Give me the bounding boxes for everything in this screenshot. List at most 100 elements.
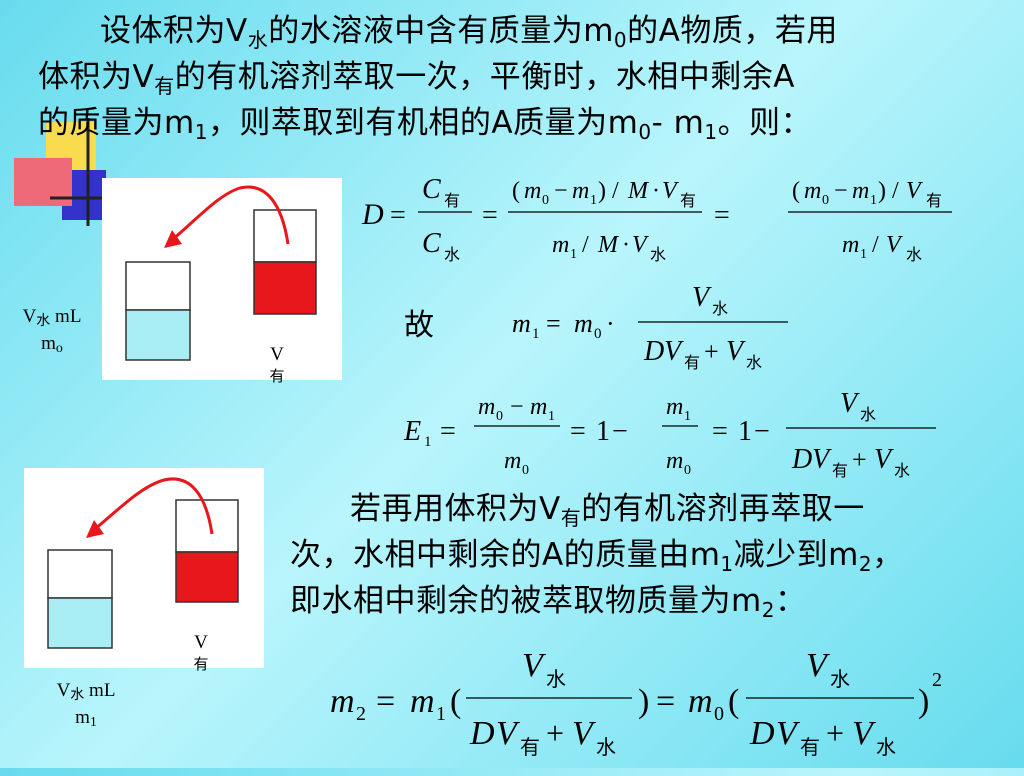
svg-text:=: = (570, 416, 586, 447)
svg-text:V: V (572, 715, 597, 752)
sub-shui: 水 (247, 28, 269, 52)
svg-text:1: 1 (870, 193, 877, 208)
e1-formula: E 1 = m 0 − m 1 m 0 = 1 − m 1 m 0 = 1 − … (400, 382, 960, 490)
svg-text:0: 0 (714, 703, 724, 725)
svg-text:水: 水 (650, 246, 666, 264)
svg-text:/: / (612, 178, 619, 204)
intro-text: 的水溶液中含有质量为m (268, 13, 614, 49)
svg-text:V: V (840, 388, 860, 419)
second-line-1: 若再用体积为V有的有机溶剂再萃取一 (350, 491, 865, 530)
svg-text:=: = (440, 416, 456, 447)
svg-text:1: 1 (738, 416, 752, 447)
svg-text:(: ( (792, 178, 800, 204)
svg-text:M: M (597, 232, 620, 258)
svg-text:水: 水 (906, 246, 922, 264)
svg-text:2: 2 (932, 669, 942, 691)
svg-text:V: V (886, 232, 903, 258)
formula-d-svg: D = C 有 C 水 = ( m 0 − m 1 ) / M · V 有 m … (361, 174, 952, 264)
svg-text:m: m (410, 683, 435, 720)
svg-text:m: m (552, 232, 569, 258)
svg-text:m: m (852, 178, 869, 204)
svg-text:+: + (826, 715, 844, 751)
svg-text:(: ( (450, 683, 461, 720)
svg-text:/: / (582, 232, 589, 258)
svg-text:有: 有 (684, 354, 700, 372)
svg-text:−: − (834, 178, 848, 204)
svg-text:V: V (496, 715, 521, 752)
svg-text:V: V (906, 178, 923, 204)
svg-text:1: 1 (596, 416, 610, 447)
svg-text:V: V (726, 336, 746, 367)
intro-line-1: 设体积为V水的水溶液中含有质量为m0的A物质，若用 (38, 8, 1008, 54)
svg-text:m: m (330, 683, 355, 720)
svg-text:+: + (704, 337, 719, 366)
m1-formula: m 1 = m 0 · V 水 D V 有 + V 水 (506, 278, 806, 382)
svg-text:V: V (662, 178, 679, 204)
svg-text:m: m (842, 232, 859, 258)
svg-text:−: − (510, 394, 524, 420)
intro-paragraph: 设体积为V水的水溶液中含有质量为m0的A物质，若用 体积为V有的有机溶剂萃取一次… (38, 8, 1008, 146)
c-shui: C (422, 228, 441, 259)
svg-text:D: D (791, 444, 812, 475)
svg-text:水: 水 (830, 668, 850, 691)
svg-text:水: 水 (444, 246, 460, 264)
svg-text:m: m (804, 178, 821, 204)
svg-text:水: 水 (746, 354, 762, 372)
diagram-1-svg (125, 185, 317, 361)
svg-text:水: 水 (596, 736, 616, 759)
svg-text:−: − (612, 416, 628, 447)
intro-text: ，则萃取到有机相的A质量为m (207, 105, 639, 141)
svg-text:1: 1 (548, 409, 555, 424)
svg-text:): ) (918, 683, 929, 720)
equals: = (390, 200, 406, 231)
svg-text:−: − (554, 178, 568, 204)
svg-text:V: V (806, 647, 831, 684)
svg-text:1: 1 (436, 703, 446, 725)
transfer-arrow-head-icon (86, 520, 104, 538)
svg-text:1: 1 (532, 326, 540, 342)
svg-text:m: m (478, 394, 495, 420)
formula-m2-svg: m 2 = m 1 ( V 水 D V 有 + V 水 ) = m 0 ( V … (330, 647, 942, 759)
svg-text:0: 0 (684, 463, 691, 478)
extraction-diagram-1 (102, 178, 342, 380)
therefore-label: 故 (404, 308, 434, 343)
svg-text:D: D (643, 336, 664, 367)
organic-phase (253, 261, 317, 315)
water-beaker-top (125, 261, 191, 311)
transfer-arrow-head-icon (164, 230, 182, 248)
svg-text:0: 0 (822, 193, 829, 208)
intro-text: - m (651, 105, 705, 141)
intro-line-2: 体积为V有的有机溶剂萃取一次，平衡时，水相中剩余A (38, 54, 1008, 100)
svg-text:V: V (692, 282, 712, 313)
svg-text:水: 水 (876, 736, 896, 759)
second-extraction-paragraph: 若再用体积为V有的有机溶剂再萃取一 次，水相中剩余的A的质量由m1减少到m2， … (290, 486, 1010, 624)
transfer-arrow-path (93, 477, 214, 535)
sub-you: 有 (154, 74, 175, 98)
diagram-2-water-label: V水 mL m1 (56, 680, 116, 730)
svg-text:m: m (512, 309, 531, 338)
svg-text:−: − (754, 416, 770, 447)
svg-text:1: 1 (684, 409, 691, 424)
svg-text:·: · (652, 178, 660, 204)
m2-formula: m 2 = m 1 ( V 水 D V 有 + V 水 ) = m 0 ( V … (326, 640, 966, 776)
svg-text:有: 有 (832, 462, 848, 480)
second-line-3: 即水相中剩余的被萃取物质量为m2： (290, 583, 807, 622)
equals: = (482, 200, 498, 231)
svg-text:V: V (776, 715, 801, 752)
decorative-squares (14, 118, 110, 226)
intro-text: 的A物质，若用 (627, 13, 838, 49)
c-you: C (422, 174, 441, 205)
svg-text:1: 1 (860, 247, 867, 262)
svg-text:有: 有 (800, 736, 820, 759)
extraction-diagram-2 (24, 468, 264, 668)
water-phase (125, 309, 191, 361)
water-beaker-top (47, 549, 113, 599)
svg-text:·: · (606, 309, 615, 338)
svg-text:水: 水 (860, 406, 876, 424)
svg-text:有: 有 (444, 192, 460, 210)
sub-0: 0 (613, 28, 628, 52)
svg-text:2: 2 (356, 703, 366, 725)
svg-text:E: E (403, 416, 421, 447)
diagram-2-svg (47, 477, 239, 649)
intro-text: 设体积为V (100, 13, 248, 49)
